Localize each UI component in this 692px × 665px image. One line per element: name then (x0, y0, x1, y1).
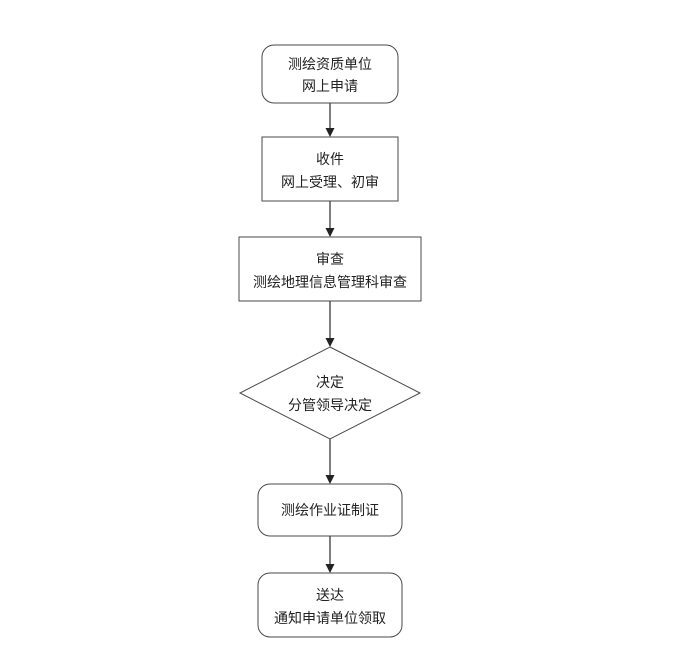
step-deliver: 送达 通知申请单位领取 (257, 572, 403, 638)
arrow-3-to-4 (325, 301, 335, 347)
connectors (325, 103, 335, 573)
arrow-5-to-6 (325, 536, 335, 573)
step-issue-certificate-title: 测绘作业证制证 (281, 503, 379, 519)
step-decision-shape (238, 346, 422, 440)
step-receive-shape (261, 136, 399, 202)
step-deliver-shape (257, 572, 403, 638)
step-deliver-subtitle: 通知申请单位领取 (274, 610, 386, 627)
step-decision-title: 决定 (316, 375, 344, 391)
step-decision: 决定 分管领导决定 (238, 346, 422, 440)
step-receive-subtitle: 网上受理、初审 (281, 174, 379, 191)
arrow-1-to-2 (325, 103, 335, 137)
step-apply-online-title: 测绘资质单位 (288, 57, 372, 73)
step-apply-online-subtitle: 网上申请 (302, 79, 358, 95)
arrow-2-to-3 (325, 201, 335, 237)
step-issue-certificate: 测绘作业证制证 (257, 483, 403, 537)
step-decision-subtitle: 分管领导决定 (288, 398, 372, 414)
step-review: 审查 测绘地理信息管理科审查 (238, 236, 422, 302)
step-review-shape (238, 236, 422, 302)
step-receive: 收件 网上受理、初审 (261, 136, 399, 202)
step-apply-online-shape (261, 44, 399, 104)
step-deliver-title: 送达 (316, 588, 344, 604)
step-apply-online: 测绘资质单位 网上申请 (261, 44, 399, 104)
step-review-title: 审查 (316, 252, 344, 268)
step-issue-certificate-shape (257, 483, 403, 537)
step-receive-title: 收件 (316, 152, 344, 168)
arrow-4-to-5 (325, 439, 335, 484)
step-review-subtitle: 测绘地理信息管理科审查 (253, 274, 407, 291)
